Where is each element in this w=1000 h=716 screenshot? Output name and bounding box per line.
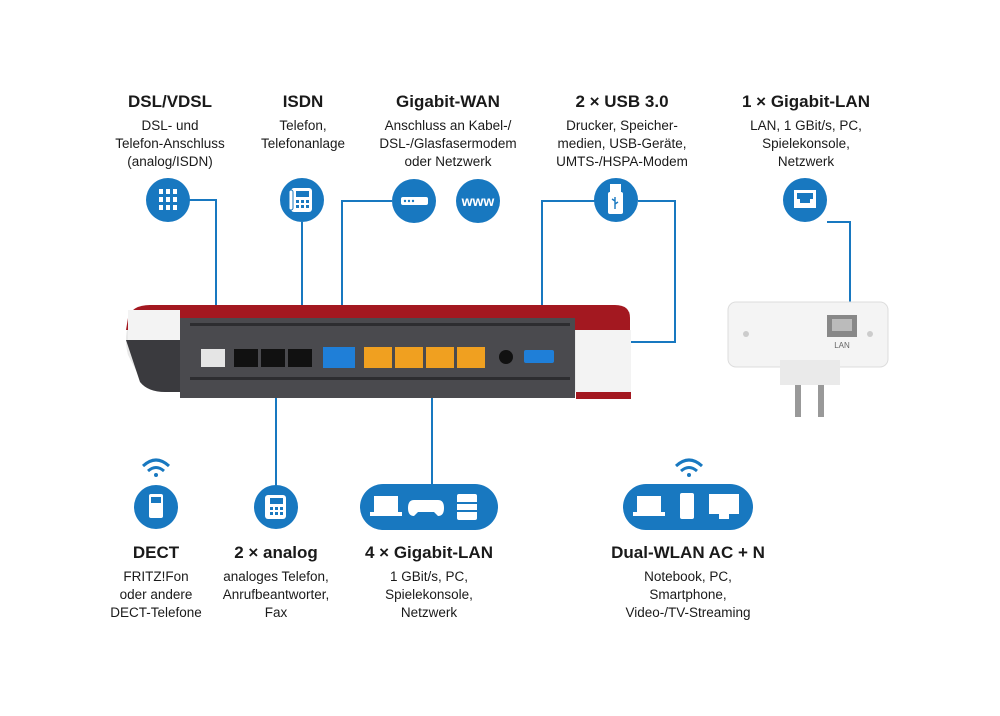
- feature-title: DSL/VDSL: [127, 92, 213, 111]
- feature-desc: Anschluss an Kabel-/ DSL-/Glasfasermodem…: [379, 118, 517, 169]
- feature-dsl: DSL/VDSL DSL- und Telefon-Anschluss (ana…: [60, 92, 280, 171]
- repeater-port-label: LAN: [834, 341, 850, 350]
- usb-stick-icon: [594, 178, 638, 222]
- lan-port-4: [457, 347, 485, 368]
- laptop-gamepad-server-icon: [360, 484, 498, 530]
- lan-repeater: LAN: [727, 301, 889, 417]
- feature-desc: Drucker, Speicher- medien, USB-Geräte, U…: [556, 118, 688, 169]
- power-port: [499, 350, 513, 364]
- feature-analog: 2 × analog analoges Telefon, Anrufbeantw…: [166, 543, 386, 622]
- connector-usb: [541, 200, 616, 332]
- lan-port-1: [364, 347, 392, 368]
- wan-port: [323, 347, 355, 368]
- laptop-phone-monitor-icon: [623, 484, 753, 530]
- feature-wan: Gigabit-WAN Anschluss an Kabel-/ DSL-/Gl…: [338, 92, 558, 171]
- feature-title: 1 × Gigabit-LAN: [742, 92, 870, 111]
- feature-lan4: 4 × Gigabit-LAN 1 GBit/s, PC, Spielekons…: [319, 543, 539, 622]
- isdn-analog-port-2: [261, 349, 285, 367]
- dsl-port: [201, 349, 225, 367]
- feature-desc: analoges Telefon, Anrufbeantworter, Fax: [222, 569, 330, 620]
- desk-phone-icon: [280, 178, 324, 222]
- www-badge: www: [461, 193, 495, 209]
- wifi-icon-wlan: [674, 458, 704, 477]
- router: [126, 305, 631, 399]
- connector-wan: [341, 200, 392, 332]
- dsl-splitter-icon: [146, 178, 190, 222]
- feature-wlan: Dual-WLAN AC + N Notebook, PC, Smartphon…: [578, 543, 798, 622]
- connector-lan1: [827, 221, 851, 312]
- lan-port-icon: [783, 178, 827, 222]
- www-icon: www: [456, 179, 500, 223]
- cordless-phone-icon: [134, 485, 178, 529]
- feature-title: Gigabit-WAN: [396, 92, 500, 111]
- feature-desc: Notebook, PC, Smartphone, Video-/TV-Stre…: [625, 569, 751, 620]
- feature-dect: DECT FRITZ!Fon oder andere DECT-Telefone: [46, 543, 266, 622]
- connector-dsl: [187, 199, 217, 332]
- feature-title: DECT: [132, 543, 180, 562]
- feature-desc: LAN, 1 GBit/s, PC, Spielekonsole, Netzwe…: [750, 118, 862, 169]
- feature-title: Dual-WLAN AC + N: [611, 543, 765, 562]
- feature-usb: 2 × USB 3.0 Drucker, Speicher- medien, U…: [512, 92, 732, 171]
- feature-lan1: 1 × Gigabit-LAN LAN, 1 GBit/s, PC, Spiel…: [696, 92, 916, 171]
- isdn-analog-port-3: [288, 349, 312, 367]
- feature-desc: Telefon, Telefonanlage: [260, 118, 346, 151]
- feature-desc: FRITZ!Fon oder andere DECT-Telefone: [110, 569, 202, 620]
- desk-phone-icon-analog: [254, 485, 298, 529]
- feature-title: ISDN: [282, 92, 324, 111]
- feature-desc: DSL- und Telefon-Anschluss (analog/ISDN): [115, 118, 225, 169]
- lan-port-2: [395, 347, 423, 368]
- wifi-icon-dect: [141, 458, 171, 477]
- usb-port: [524, 350, 554, 363]
- connector-usb2: [627, 200, 676, 343]
- modem-icon: [392, 179, 436, 223]
- feature-title: 2 × analog: [234, 543, 318, 562]
- feature-title: 4 × Gigabit-LAN: [365, 543, 493, 562]
- isdn-analog-port-1: [234, 349, 258, 367]
- feature-title: 2 × USB 3.0: [575, 92, 669, 111]
- lan-port-3: [426, 347, 454, 368]
- feature-isdn: ISDN Telefon, Telefonanlage: [193, 92, 413, 153]
- feature-desc: 1 GBit/s, PC, Spielekonsole, Netzwerk: [385, 569, 473, 620]
